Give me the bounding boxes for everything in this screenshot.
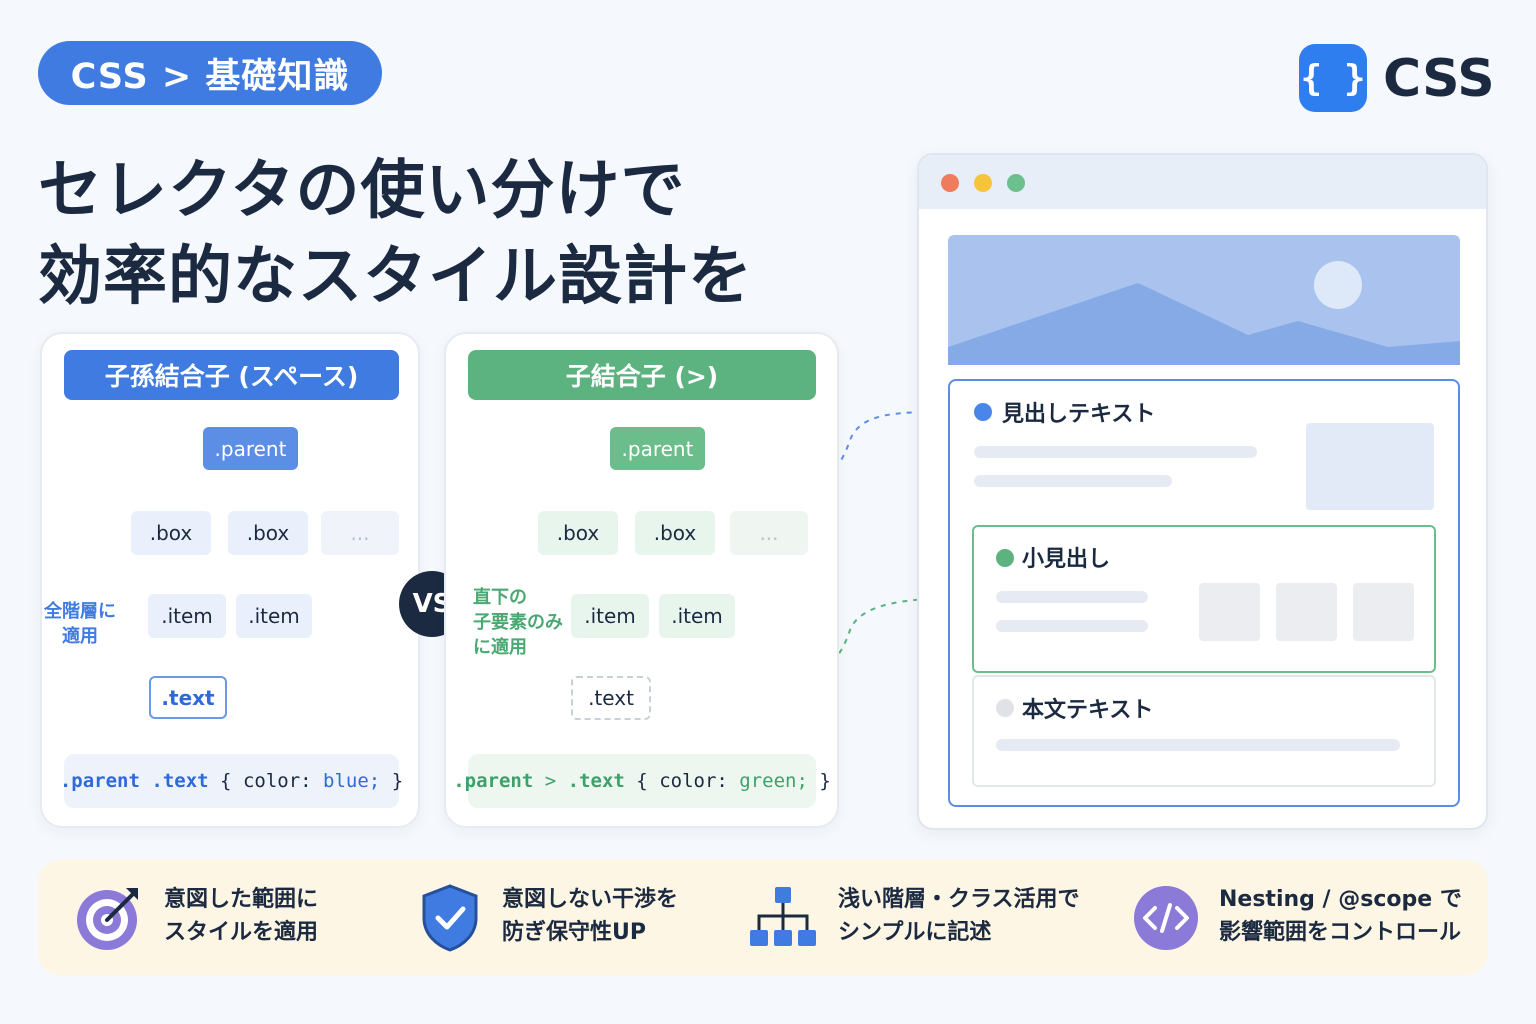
- node-more: ...: [730, 511, 808, 555]
- maximize-dot-icon[interactable]: [1007, 174, 1025, 192]
- title-line-1: セレクタの使い分けで: [38, 154, 686, 228]
- text-line: [996, 739, 1400, 751]
- node-parent: .parent: [203, 427, 298, 470]
- grid-tile: [1353, 583, 1414, 641]
- feature-3-text: 浅い階層・クラス活用で シンプルに記述: [838, 887, 1080, 945]
- descendant-scope-note: 全階層に 適用: [44, 601, 116, 647]
- descendant-header: 子孫結合子 (スペース): [64, 350, 399, 400]
- body-bullet-icon: [996, 699, 1014, 717]
- shield-check-icon: [422, 884, 478, 952]
- child-code: .parent > .text { color: green; }: [453, 754, 831, 808]
- text-line: [974, 446, 1257, 458]
- node-text-highlighted: .text: [149, 676, 227, 719]
- subheading-bullet-icon: [996, 549, 1014, 567]
- descendant-panel: [40, 332, 420, 828]
- subheading-label: 小見出し: [1022, 547, 1111, 572]
- title-line-2: 効率的なスタイル設計を: [38, 240, 753, 314]
- browser-titlebar: [919, 155, 1486, 209]
- code-icon: [1134, 886, 1198, 950]
- child-scope-note: 直下の 子要素のみ に適用: [473, 587, 563, 658]
- close-dot-icon[interactable]: [941, 174, 959, 192]
- descendant-code: .parent .text { color: blue; }: [60, 754, 403, 808]
- heading-label: 見出しテキスト: [1002, 402, 1156, 427]
- body-label: 本文テキスト: [1022, 698, 1154, 723]
- heading-bullet-icon: [974, 403, 992, 421]
- node-item: .item: [659, 594, 735, 638]
- feature-4-text: Nesting / @scope で 影響範囲をコントロール: [1219, 887, 1462, 945]
- child-panel: [444, 332, 839, 828]
- arrow-to-subheading: [751, 588, 968, 691]
- target-icon: [77, 888, 138, 950]
- css-logo-icon: { }: [1299, 44, 1367, 112]
- body-card: [972, 675, 1436, 787]
- breadcrumb[interactable]: CSS > 基礎知識: [38, 41, 382, 105]
- logo-text: CSS: [1383, 49, 1495, 109]
- browser-mockup: 見出しテキスト 小見出し 本文テキスト: [917, 153, 1488, 830]
- page-title: セレクタの使い分けで 効率的なスタイル設計を: [38, 148, 753, 320]
- node-box: .box: [635, 511, 715, 555]
- child-header: 子結合子 (>): [468, 350, 816, 400]
- node-text-unaffected: .text: [571, 676, 651, 720]
- text-line: [996, 591, 1148, 603]
- grid-tile: [1276, 583, 1337, 641]
- node-box: .box: [538, 511, 618, 555]
- thumbnail-placeholder: [1306, 423, 1434, 510]
- node-parent: .parent: [610, 427, 705, 470]
- feature-1-text: 意図した範囲に スタイルを適用: [164, 887, 319, 945]
- arrow-to-heading: [731, 402, 942, 529]
- node-box: .box: [131, 511, 211, 555]
- subheading-card: [972, 525, 1436, 673]
- feature-2-text: 意図しない干渉を 防ぎ保守性UP: [502, 887, 679, 945]
- node-more: ...: [321, 511, 399, 555]
- hero-image-placeholder-icon: [948, 235, 1460, 365]
- minimize-dot-icon[interactable]: [974, 174, 992, 192]
- node-item: .item: [571, 594, 649, 638]
- text-line: [974, 475, 1172, 487]
- node-item: .item: [236, 594, 312, 638]
- grid-tile: [1199, 583, 1260, 641]
- text-line: [996, 620, 1148, 632]
- heading-card: [948, 379, 1460, 807]
- node-box: .box: [228, 511, 308, 555]
- hierarchy-icon: [750, 887, 816, 946]
- node-item: .item: [148, 594, 226, 638]
